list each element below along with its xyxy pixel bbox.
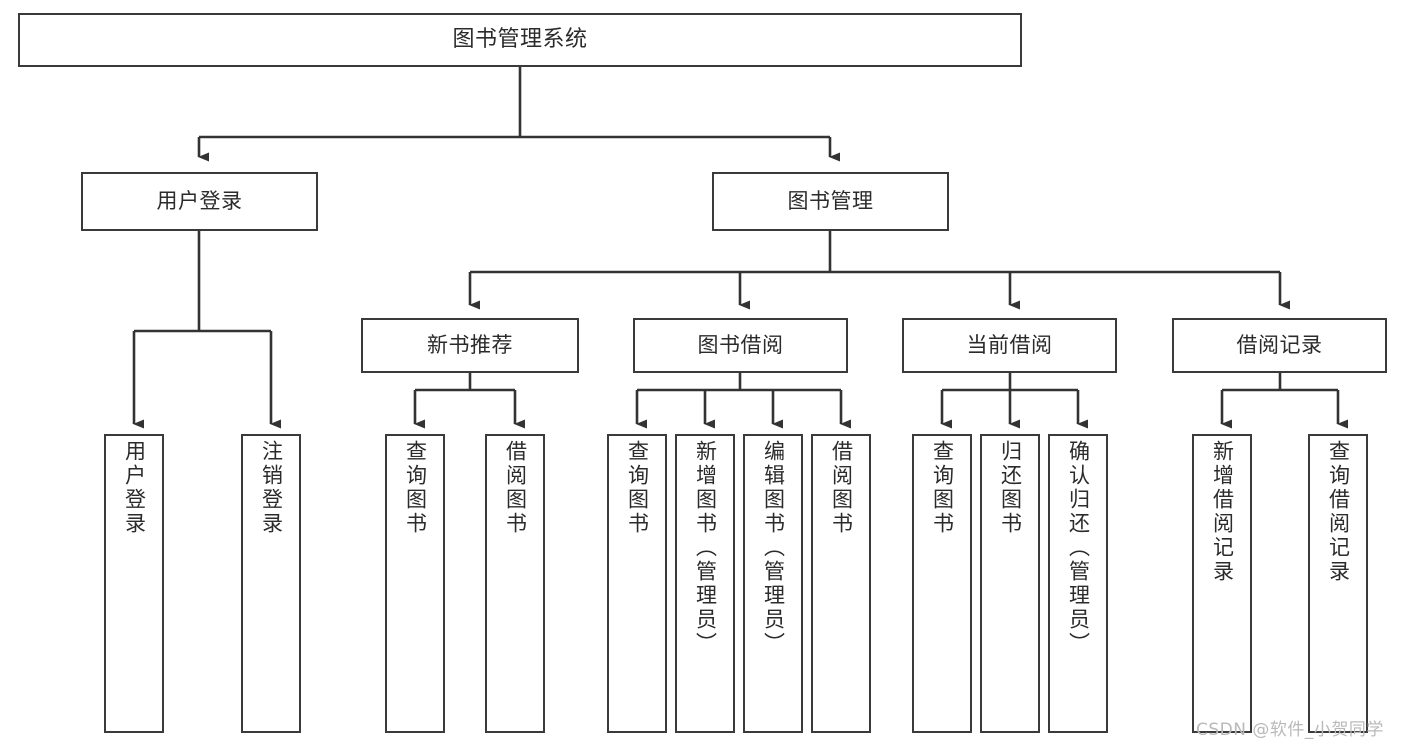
node-label: 借阅图书	[503, 440, 528, 536]
node-label: 当前借阅	[966, 332, 1053, 357]
leaf-current-query-book[interactable]: 查询图书	[912, 434, 972, 733]
node-label: 借阅图书	[829, 440, 854, 536]
node-label: 用户登录	[122, 440, 147, 536]
node-current-borrow[interactable]: 当前借阅	[902, 318, 1117, 373]
leaf-borrow-add-book-admin[interactable]: 新增图书（管理员）	[675, 434, 735, 733]
leaf-current-return-book[interactable]: 归还图书	[980, 434, 1040, 733]
node-book-borrow[interactable]: 图书借阅	[633, 318, 848, 373]
leaf-recommend-query-book[interactable]: 查询图书	[385, 434, 445, 733]
node-label: 确认归还（管理员）	[1066, 440, 1091, 656]
node-label: 查询借阅记录	[1326, 440, 1351, 584]
leaf-borrow-query-book[interactable]: 查询图书	[607, 434, 667, 733]
leaf-current-confirm-return-admin[interactable]: 确认归还（管理员）	[1048, 434, 1108, 733]
leaf-recommend-borrow-book[interactable]: 借阅图书	[485, 434, 545, 733]
leaf-user-login-login[interactable]: 用户登录	[104, 434, 164, 733]
node-label: 新增借阅记录	[1210, 440, 1235, 584]
node-label: 图书管理	[787, 188, 874, 213]
node-borrow-records[interactable]: 借阅记录	[1172, 318, 1387, 373]
csdn-watermark: CSDN @软件_小贺同学	[1196, 720, 1384, 740]
node-label: 图书借阅	[697, 332, 784, 357]
leaf-user-login-logout[interactable]: 注销登录	[241, 434, 301, 733]
node-new-book-recommend[interactable]: 新书推荐	[361, 318, 579, 373]
node-label: 图书管理系统	[452, 27, 588, 53]
node-label: 编辑图书（管理员）	[761, 440, 786, 656]
node-user-login[interactable]: 用户登录	[81, 172, 318, 231]
node-root-system[interactable]: 图书管理系统	[18, 13, 1022, 67]
leaf-records-add-record[interactable]: 新增借阅记录	[1192, 434, 1252, 733]
node-label: 查询图书	[625, 440, 650, 536]
node-label: 查询图书	[930, 440, 955, 536]
node-label: 借阅记录	[1236, 332, 1323, 357]
node-label: 新增图书（管理员）	[693, 440, 718, 656]
leaf-borrow-edit-book-admin[interactable]: 编辑图书（管理员）	[743, 434, 803, 733]
node-label: 注销登录	[259, 440, 284, 536]
node-label: 新书推荐	[427, 332, 513, 357]
leaf-records-query-record[interactable]: 查询借阅记录	[1308, 434, 1368, 733]
leaf-borrow-borrow-book[interactable]: 借阅图书	[811, 434, 871, 733]
node-book-management[interactable]: 图书管理	[712, 172, 949, 231]
node-label: 用户登录	[156, 188, 243, 213]
node-label: 查询图书	[403, 440, 428, 536]
node-label: 归还图书	[998, 440, 1023, 536]
